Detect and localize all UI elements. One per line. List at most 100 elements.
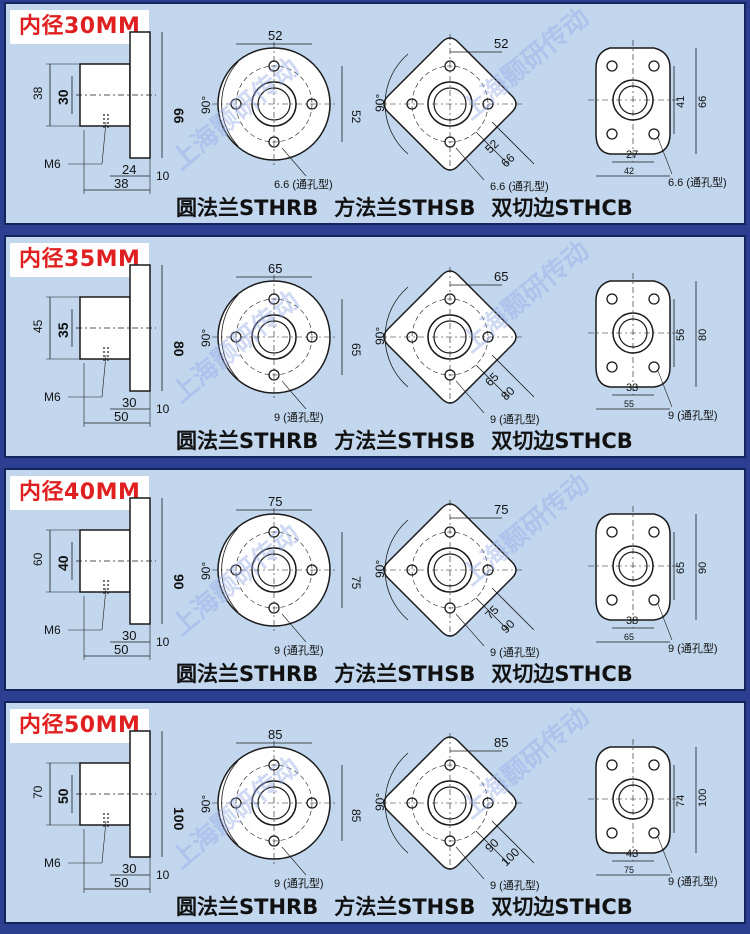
- round-angle-label: 90°: [199, 562, 213, 580]
- drawings: 60 40 90 M6 30 50 10: [31, 494, 718, 660]
- round-dia-label: 75: [349, 576, 363, 590]
- side-short-label: 30: [122, 628, 136, 643]
- caption-double: 双切边STHCB: [491, 429, 633, 453]
- caption-row: 圆法兰STHRB 方法兰STHSB 双切边STHCB: [176, 425, 633, 455]
- drawings: 70 50 100 M6 30 50 10: [31, 727, 718, 893]
- square-d2-label: 90: [498, 617, 518, 637]
- caption-square: 方法兰STHSB: [334, 895, 476, 919]
- double-h2-label: 42: [624, 166, 634, 176]
- double-h2-label: 75: [624, 865, 634, 875]
- side-total-label: 38: [114, 176, 128, 191]
- double-hole-label: 9 (通孔型): [668, 408, 718, 422]
- square-diag-label: 52: [494, 36, 508, 51]
- round-hole-label: 9 (通孔型): [274, 643, 324, 657]
- square-hole-label: 9 (通孔型): [490, 878, 540, 892]
- double-h1-label: 43: [626, 848, 638, 860]
- square-d2-label: 80: [498, 384, 518, 404]
- panel-title: 内径30MM: [10, 10, 150, 44]
- drawings: 45 35 80 M6 30 50 10: [31, 261, 718, 427]
- square-flange-view: 75 75 90 90° 9 (通孔型): [373, 500, 540, 659]
- side-outer-label: 70: [31, 785, 45, 799]
- side-flange-label: 90: [171, 574, 187, 590]
- double-cut-view: 65 90 38 65 9 (通孔型): [588, 506, 718, 655]
- square-hole-label: 9 (通孔型): [490, 412, 540, 426]
- side-outer-label: 60: [31, 552, 45, 566]
- side-view: 38 30 66 M6 24 38 10: [31, 31, 187, 194]
- double-cut-view: 56 80 33 55 9 (通孔型): [588, 273, 718, 422]
- side-short-label: 24: [122, 162, 136, 177]
- round-pcd-label: 52: [268, 28, 282, 43]
- round-hole-label: 6.6 (通孔型): [274, 177, 333, 191]
- size-panel: 内径50MM 70 50 100: [4, 701, 746, 924]
- round-flange-view: 75 75 90° 9 (通孔型): [199, 494, 363, 657]
- side-view: 60 40 90 M6 30 50 10: [31, 497, 187, 660]
- side-view: 45 35 80 M6 30 50 10: [31, 264, 187, 427]
- square-diag-label: 65: [494, 269, 508, 284]
- side-short-label: 30: [122, 861, 136, 876]
- square-angle-label: 90°: [373, 327, 387, 345]
- round-dia-label: 52: [349, 110, 363, 124]
- caption-square: 方法兰STHSB: [334, 196, 476, 220]
- side-thick-label: 10: [156, 169, 170, 183]
- round-pcd-label: 65: [268, 261, 282, 276]
- caption-row: 圆法兰STHRB 方法兰STHSB 双切边STHCB: [176, 891, 633, 921]
- caption-row: 圆法兰STHRB 方法兰STHSB 双切边STHCB: [176, 192, 633, 222]
- caption-round: 圆法兰STHRB: [176, 429, 319, 453]
- side-outer-label: 38: [31, 86, 45, 100]
- round-pcd-label: 85: [268, 727, 282, 742]
- side-thread-label: M6: [44, 623, 61, 637]
- double-v2-label: 90: [697, 562, 709, 574]
- square-angle-label: 90°: [373, 94, 387, 112]
- caption-square: 方法兰STHSB: [334, 662, 476, 686]
- round-flange-view: 85 85 90° 9 (通孔型): [199, 727, 363, 890]
- panel-title: 内径35MM: [10, 243, 150, 277]
- round-flange-view: 52 52 90° 6.6 (通孔型): [199, 28, 363, 191]
- size-panel: 内径30MM 38 30 66: [4, 2, 746, 225]
- side-flange-label: 80: [171, 341, 187, 357]
- double-h1-label: 33: [626, 382, 638, 394]
- side-flange-label: 66: [171, 108, 187, 124]
- double-v2-label: 80: [697, 329, 709, 341]
- side-inner-label: 40: [55, 555, 71, 571]
- round-pcd-label: 75: [268, 494, 282, 509]
- double-hole-label: 9 (通孔型): [668, 874, 718, 888]
- square-flange-view: 52 52 66 90° 6.6 (通孔型): [373, 34, 549, 193]
- side-thick-label: 10: [156, 402, 170, 416]
- round-angle-label: 90°: [199, 795, 213, 813]
- panel-title: 内径40MM: [10, 476, 150, 510]
- round-dia-label: 85: [349, 809, 363, 823]
- double-v1-label: 65: [675, 562, 687, 574]
- caption-round: 圆法兰STHRB: [176, 196, 319, 220]
- double-h1-label: 38: [626, 615, 638, 627]
- side-thick-label: 10: [156, 868, 170, 882]
- square-diag-label: 75: [494, 502, 508, 517]
- drawings: 38 30 66 M6 24 38 10: [31, 28, 727, 194]
- round-hole-label: 9 (通孔型): [274, 876, 324, 890]
- double-h2-label: 65: [624, 632, 634, 642]
- side-outer-label: 45: [31, 319, 45, 333]
- size-panel: 内径35MM 45 35 80: [4, 235, 746, 458]
- square-hole-label: 9 (通孔型): [490, 645, 540, 659]
- side-thread-label: M6: [44, 157, 61, 171]
- side-inner-label: 50: [55, 788, 71, 804]
- caption-row: 圆法兰STHRB 方法兰STHSB 双切边STHCB: [176, 658, 633, 688]
- square-angle-label: 90°: [373, 560, 387, 578]
- caption-double: 双切边STHCB: [491, 196, 633, 220]
- side-view: 70 50 100 M6 30 50 10: [31, 730, 187, 893]
- side-inner-label: 35: [55, 322, 71, 338]
- size-panel: 内径40MM 60 40 90: [4, 468, 746, 691]
- side-short-label: 30: [122, 395, 136, 410]
- square-flange-view: 65 65 80 90° 9 (通孔型): [373, 267, 540, 426]
- square-flange-view: 85 90 100 90° 9 (通孔型): [373, 733, 540, 892]
- caption-double: 双切边STHCB: [491, 895, 633, 919]
- side-flange-label: 100: [171, 807, 187, 831]
- double-cut-view: 41 66 27 42 6.6 (通孔型): [588, 40, 727, 189]
- double-v2-label: 100: [697, 789, 709, 807]
- side-inner-label: 30: [55, 89, 71, 105]
- caption-round: 圆法兰STHRB: [176, 895, 319, 919]
- double-v1-label: 56: [675, 329, 687, 341]
- double-cut-view: 74 100 43 75 9 (通孔型): [588, 739, 718, 888]
- double-v2-label: 66: [697, 96, 709, 108]
- square-angle-label: 90°: [373, 793, 387, 811]
- double-hole-label: 6.6 (通孔型): [668, 175, 727, 189]
